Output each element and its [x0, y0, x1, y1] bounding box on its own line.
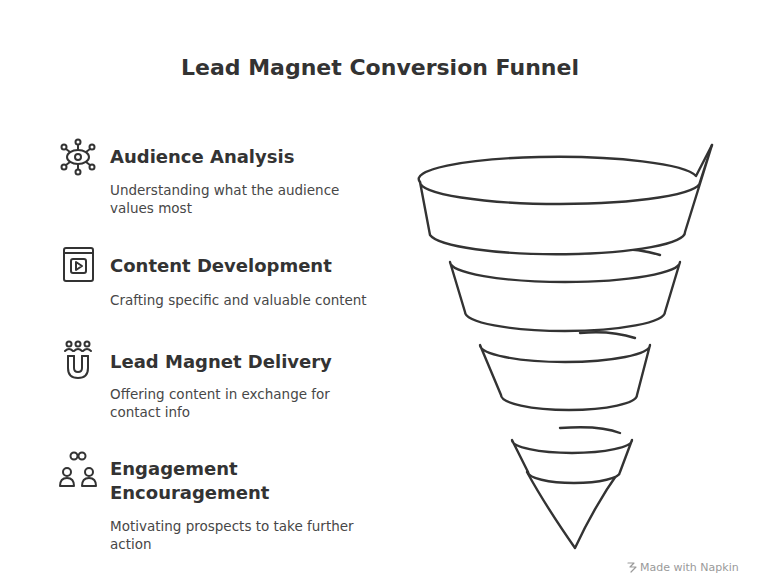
delivery-icon: [65, 342, 91, 379]
stage-heading: Audience Analysis: [110, 145, 390, 169]
diagram-title: Lead Magnet Conversion Funnel: [0, 54, 760, 82]
funnel-band: [419, 145, 712, 182]
stage-description: Motivating prospects to take further act…: [110, 517, 398, 553]
funnel-band: [480, 345, 650, 410]
stage-description: Offering content in exchange for contact…: [110, 385, 368, 421]
funnel-band: [580, 332, 635, 338]
funnel-band: [560, 427, 620, 433]
stage-heading: Lead Magnet Delivery: [110, 350, 390, 374]
funnel-band: [420, 145, 712, 254]
stage-description: Crafting specific and valuable content: [110, 291, 420, 309]
spiral-funnel: [419, 145, 712, 548]
audience-icon: [62, 140, 95, 175]
funnel-band: [512, 440, 632, 483]
funnel-band: [450, 262, 680, 331]
watermark: Made with Napkin: [640, 561, 758, 575]
engagement-icon: [60, 453, 96, 487]
stage-heading: Content Development: [110, 254, 390, 278]
stage-description: Understanding what the audience values m…: [110, 181, 368, 217]
content-icon: [64, 248, 93, 281]
watermark-logo: [628, 563, 636, 572]
stage-heading: Engagement Encouragement: [110, 457, 290, 505]
